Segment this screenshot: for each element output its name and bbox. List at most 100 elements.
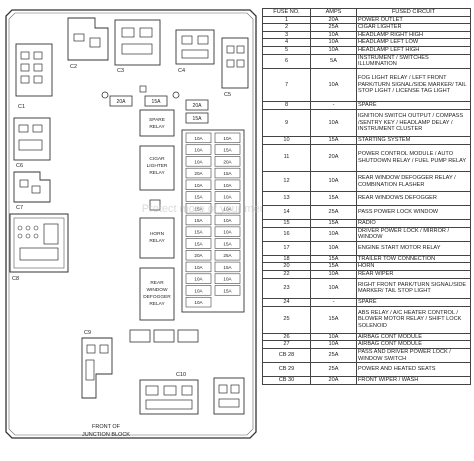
fuse-slot <box>185 273 212 284</box>
fused-circuit-cell: IGNITION SWITCH OUTPUT / COMPASS /SENTRY… <box>356 109 471 138</box>
fuse-number-cell: 9 <box>262 109 311 138</box>
top-fuse-label: 15A <box>152 99 162 105</box>
fuse-slot-label: 10A <box>194 288 203 293</box>
amps-cell: 5A <box>310 53 357 69</box>
fuse-slot <box>214 132 241 144</box>
fuse-slot-label: 10A <box>194 148 203 153</box>
amps-cell: 25A <box>310 205 357 221</box>
top-fuse-label: 20A <box>117 99 127 105</box>
cigar-relay-label: LIGHTER <box>147 163 168 169</box>
fuse-slot-label: 10A <box>223 195 232 200</box>
junction-block-diagram: C1 C2 C3 C4 C5 20A 15A 20A <box>5 9 262 439</box>
fuse-slot-label: 15A <box>194 218 203 223</box>
amps-cell: 25A <box>310 347 357 364</box>
connector-c5: C5 <box>221 37 249 98</box>
fuse-slot-label: 10A <box>223 218 232 223</box>
connector-c2: C2 <box>67 17 109 70</box>
fuse-slot-label: 10A <box>223 183 232 188</box>
fuse-number-cell: 3 <box>262 30 311 40</box>
cigar-relay-label: RELAY <box>149 170 165 176</box>
fuse-slot <box>214 226 241 237</box>
amps-cell: 20A <box>310 376 357 385</box>
horn-relay-label: HORN <box>150 231 165 237</box>
fuse-number-cell: 27 <box>262 340 311 349</box>
fuse-slot <box>185 261 212 273</box>
connector-c10: C10 <box>139 372 199 415</box>
fuse-slot-label: 10A <box>194 183 203 188</box>
fused-circuit-cell: HEADLAMP RIGHT HIGH <box>356 30 471 40</box>
fuse-number-cell: CB 28 <box>262 347 311 364</box>
fused-circuit-cell: SPARE <box>356 101 471 111</box>
fuse-number-cell: 24 <box>262 298 311 307</box>
fuse-number-cell: 2 <box>262 23 311 32</box>
fuse-slot-label: 10A <box>194 300 203 305</box>
fuse-number-cell: 22 <box>262 269 311 279</box>
amps-cell: 10A <box>310 67 357 103</box>
fused-circuit-cell: AIRBAG CONT MODULE <box>356 340 471 349</box>
fuse-slot-label: 10A <box>194 159 203 164</box>
connector-label-c10: C10 <box>176 372 186 378</box>
fused-circuit-cell: POWER AND HEATED SEATS <box>356 362 471 377</box>
connector-label-c1: C1 <box>18 104 25 110</box>
fuse-slot-label: 20A <box>223 159 232 164</box>
connector-c8: C8 <box>9 213 69 282</box>
fused-circuit-cell: POWER CONTROL MODULE / AUTO SHUTDOWN REL… <box>356 143 471 172</box>
amps-cell: - <box>310 101 357 111</box>
fuse-number-cell: 4 <box>262 38 311 47</box>
top-fuse-label: 20A <box>193 103 203 109</box>
rear-relay-label: RELAY <box>149 301 165 307</box>
fuse-slot-label: 10A <box>223 230 232 235</box>
fuse-slot <box>214 156 241 167</box>
fuse-number-cell: 25 <box>262 305 311 334</box>
rear-window-defogger-relay: REAR WINDOW DEFOGGER RELAY <box>139 267 175 321</box>
fuse-number-cell: 8 <box>262 101 311 111</box>
fused-circuit-cell: FRONT WIPER / WASH <box>356 376 471 385</box>
fuse-slot <box>214 273 241 284</box>
front-of-block-label: JUNCTION BLOCK <box>82 432 130 438</box>
fuse-slot <box>185 156 212 167</box>
connector-c4: C4 <box>175 29 215 74</box>
fused-circuit-cell: REAR WIPER <box>356 269 471 279</box>
spare-relay-label: RELAY <box>149 124 165 130</box>
fused-circuit-cell: INSTRUMENT / SWITCHES ILLUMINATION <box>356 53 471 69</box>
amps-cell: 25A <box>310 23 357 32</box>
fuse-number-cell: 5 <box>262 45 311 55</box>
connector-label-c8: C8 <box>12 276 19 282</box>
fused-circuit-cell: TRAILER TOW CONNECTION <box>356 254 471 264</box>
fuse-slot-label: 10A <box>194 277 203 282</box>
connector-label-c6: C6 <box>16 163 23 169</box>
fuse-slot-label: 15A <box>223 241 232 246</box>
connector-c9: C9 <box>81 330 113 399</box>
fuse-number-cell: 20 <box>262 262 311 271</box>
amps-cell: - <box>310 298 357 307</box>
amps-cell: 10A <box>310 277 357 300</box>
fuse-number-cell: 6 <box>262 53 311 69</box>
fuse-number-cell: 10 <box>262 136 311 145</box>
table-row: 24-SPARE <box>262 298 471 307</box>
fuse-number-cell: 23 <box>262 277 311 300</box>
amps-cell: 15A <box>310 191 357 207</box>
fused-circuit-cell: ENGINE START MOTOR RELAY <box>356 240 471 256</box>
amps-cell: 10A <box>310 269 357 279</box>
watermark-text: Protect more of your memories for less! <box>142 203 262 215</box>
fuse-number-cell: 13 <box>262 191 311 207</box>
fuse-slot-label: 15A <box>223 148 232 153</box>
circuit-breaker-bank <box>129 329 199 343</box>
fuse-slot <box>185 132 212 144</box>
amps-cell: 10A <box>310 45 357 55</box>
fuse-slot <box>214 238 241 249</box>
fuse-slot <box>214 144 241 155</box>
fuse-slot <box>214 261 241 273</box>
amps-cell: 10A <box>310 109 357 138</box>
